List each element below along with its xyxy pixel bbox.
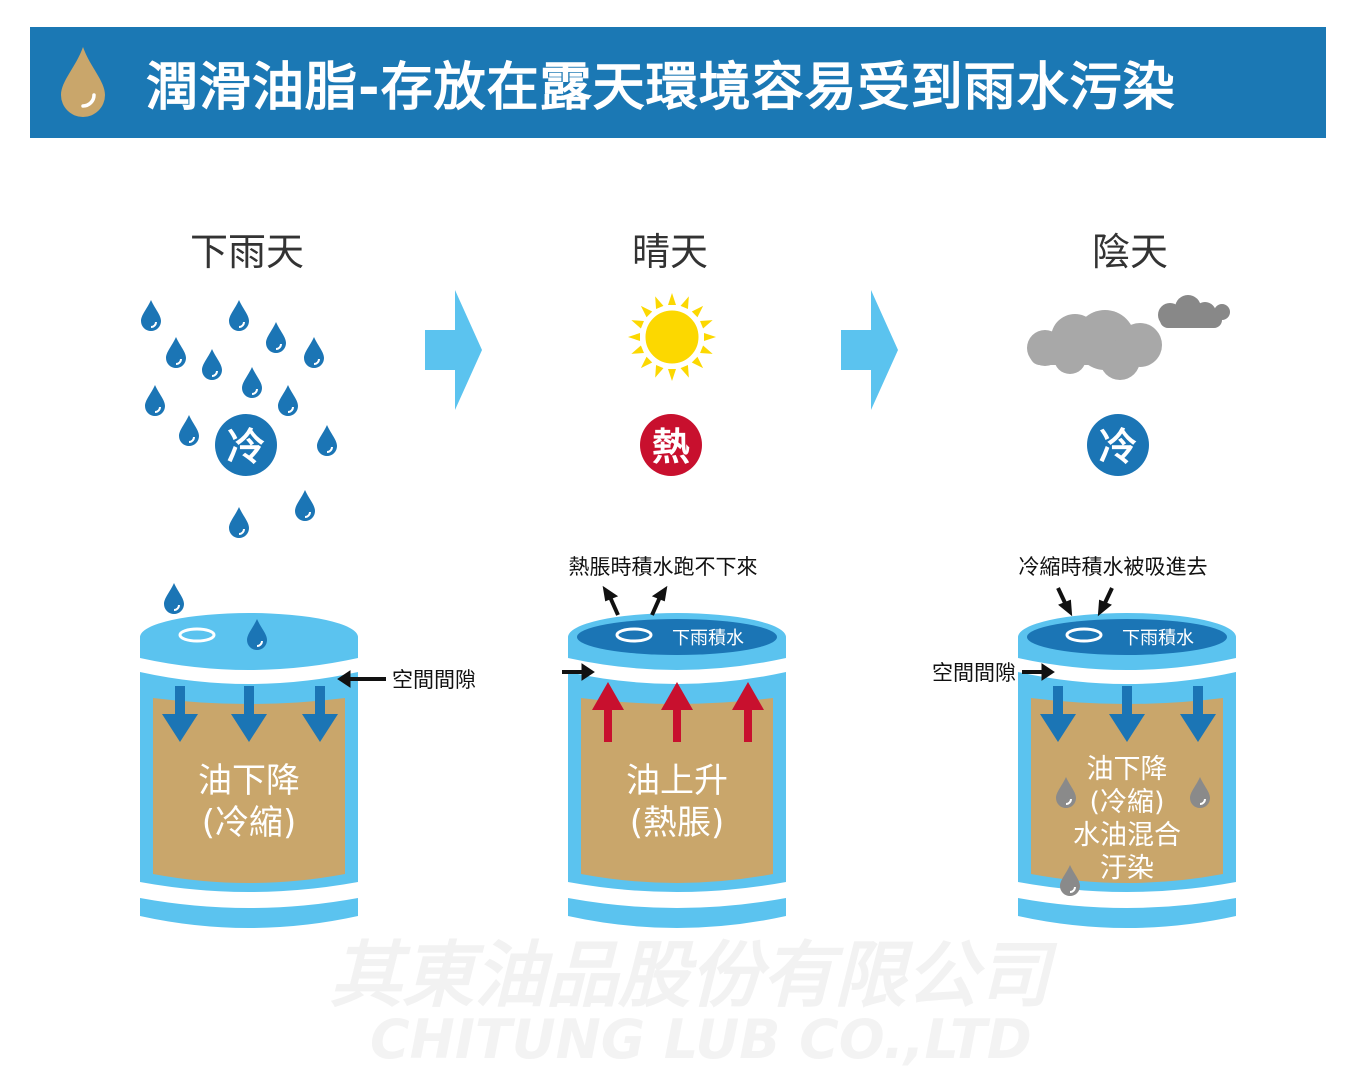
water-drop-icon: [278, 385, 298, 416]
oil-fill: [1031, 698, 1223, 883]
water-drop-icon: [229, 300, 249, 331]
water-drop-icon: [179, 415, 199, 446]
down-arrow-icon: [1109, 686, 1145, 742]
flow-arrow-icon: [425, 290, 482, 410]
water-drop-icon: [145, 385, 165, 416]
page-title: 潤滑油脂-存放在露天環境容易受到雨水污染: [146, 58, 1176, 118]
water-drop-icon: [247, 619, 267, 650]
up-arrow-icon: [661, 682, 693, 742]
watermark-zh: 其東油品股份有限公司: [330, 933, 1058, 1017]
title-banner: 潤滑油脂-存放在露天環境容易受到雨水污染: [30, 27, 1326, 138]
down-arrow-icon: [1040, 686, 1076, 742]
down-arrow-icon: [1180, 686, 1216, 742]
oil-label: 油下降: [198, 761, 300, 801]
weather-label-sunny: 晴天: [632, 230, 708, 274]
flow-arrow-icon: [841, 290, 898, 410]
cold-badge-label: 冷: [1099, 425, 1137, 469]
oil-label: (冷縮): [202, 803, 297, 843]
water-drop-icon: [242, 367, 262, 398]
sun-icon: [628, 293, 716, 381]
watermark-en: CHITUNG LUB CO.,LTD: [370, 1008, 1032, 1069]
hot-badge: [640, 414, 702, 476]
water-drop-icon: [317, 425, 337, 456]
water-puddle: [1027, 619, 1227, 655]
gap-label: 空間間隙: [392, 668, 476, 692]
oil-label: 油上升: [626, 761, 728, 801]
water-drop-icon: [141, 300, 161, 331]
water-drop-icon: [229, 507, 249, 538]
water-drop-icon: [304, 337, 324, 368]
top-label-contract: 冷縮時積水被吸進去: [1019, 555, 1208, 579]
oil-label: 汙染: [1100, 853, 1154, 884]
water-drop-icon: [202, 349, 222, 380]
puddle-label: 下雨積水: [1122, 628, 1194, 649]
cold-badge-label: 冷: [227, 425, 265, 469]
top-label-expand: 熱脹時積水跑不下來: [569, 555, 758, 579]
barrel-1: 油下降(冷縮): [140, 613, 358, 928]
up-arrow-icon: [592, 682, 624, 742]
oil-fill: [581, 698, 773, 883]
oil-drop-icon: [61, 47, 105, 117]
black-arrows: [337, 585, 1114, 688]
oil-fill: [153, 698, 345, 883]
down-arrow-icon: [162, 686, 198, 742]
bung-hole: [178, 627, 216, 643]
water-puddle: [577, 619, 777, 655]
raindrops: [141, 300, 337, 614]
water-drop-icon: [164, 583, 184, 614]
hot-badge-label: 熱: [652, 425, 690, 469]
cold-badge: [215, 414, 277, 476]
bung-hole: [1065, 627, 1103, 643]
water-drop-icon: [1060, 865, 1080, 896]
puddle-label: 下雨積水: [672, 628, 744, 649]
water-drop-icon: [295, 490, 315, 521]
cloud-icon: [1027, 310, 1162, 380]
down-arrow-icon: [231, 686, 267, 742]
oil-label: 水油混合: [1073, 820, 1181, 851]
weather-label-rain: 下雨天: [190, 230, 304, 274]
water-drop-icon: [166, 337, 186, 368]
oil-label: (熱脹): [630, 803, 725, 843]
bung-hole: [615, 627, 653, 643]
water-drop-icon: [1190, 777, 1210, 808]
water-drop-icon: [1056, 777, 1076, 808]
water-drop-icon: [266, 322, 286, 353]
weather-label-cloudy: 陰天: [1092, 230, 1168, 274]
oil-label: 油下降: [1087, 754, 1168, 785]
up-arrow-icon: [732, 682, 764, 742]
oil-label: (冷縮): [1089, 787, 1164, 818]
cold-badge: [1087, 414, 1149, 476]
small-cloud-icon: [1158, 295, 1230, 328]
gap-label: 空間間隙: [932, 661, 1016, 685]
down-arrow-icon: [302, 686, 338, 742]
